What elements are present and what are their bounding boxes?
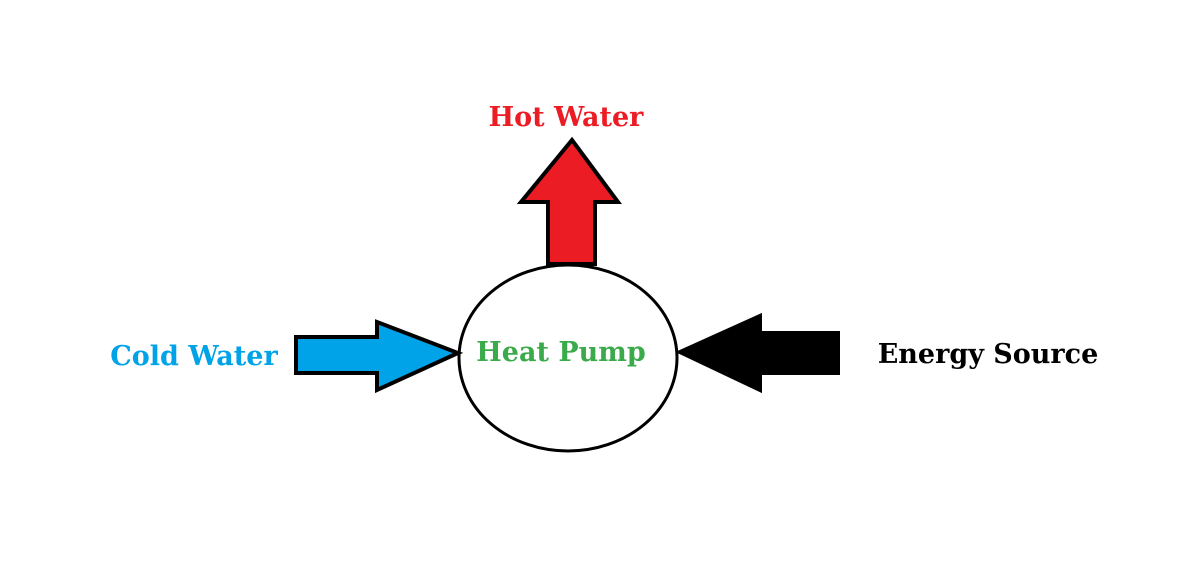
energy-source-label: Energy Source xyxy=(878,339,1099,370)
cold-water-label: Cold Water xyxy=(110,341,278,372)
heat-pump-label: Heat Pump xyxy=(476,337,645,368)
energy-source-arrow xyxy=(675,312,840,394)
hot-water-arrow xyxy=(516,136,622,266)
hot-water-label: Hot Water xyxy=(489,102,645,133)
cold-water-arrow xyxy=(294,319,464,394)
